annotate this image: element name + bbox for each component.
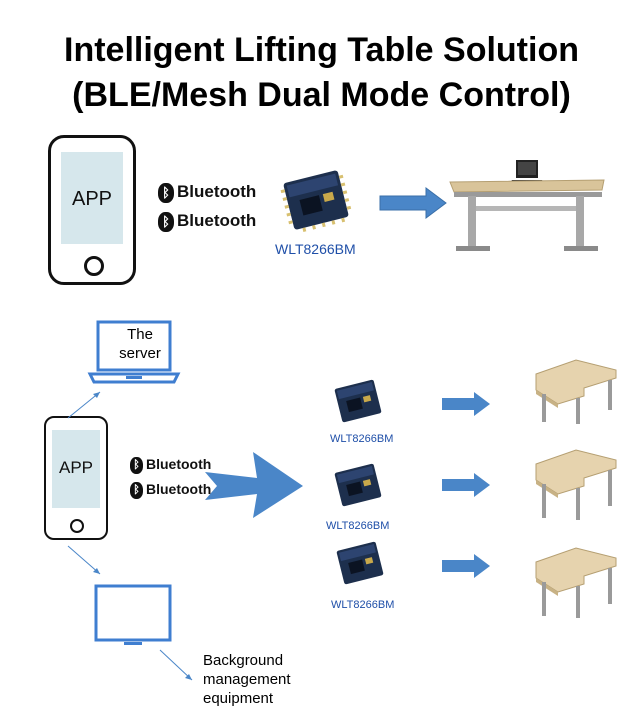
server-label: The server xyxy=(119,326,161,362)
phone-screen: APP xyxy=(52,430,100,508)
management-monitor-icon xyxy=(94,584,172,645)
chip-module-icon xyxy=(334,463,382,507)
arrow-right-icon xyxy=(442,554,490,578)
title-line-2: (BLE/Mesh Dual Mode Control) xyxy=(72,76,571,114)
big-arrow-icon xyxy=(205,452,303,518)
l-desk-icon xyxy=(535,449,617,520)
home-button xyxy=(70,519,84,533)
bluetooth-text: Bluetooth xyxy=(146,456,212,472)
bluetooth-icon: ᛒ xyxy=(130,481,143,499)
phone-screen: APP xyxy=(61,152,123,244)
arrow-right-icon xyxy=(379,187,447,219)
phone-bottom: APP xyxy=(44,416,108,540)
bluetooth-text: Bluetooth xyxy=(146,481,212,497)
connector-line-up xyxy=(67,391,101,419)
arrow-right-icon xyxy=(442,473,490,497)
arrow-right-icon xyxy=(442,392,490,416)
bluetooth-text: Bluetooth xyxy=(177,211,257,230)
module-label: WLT8266BM xyxy=(275,241,356,257)
app-label: APP xyxy=(58,458,94,477)
phone-top: APP xyxy=(48,135,136,285)
lifting-desk-icon xyxy=(449,160,605,251)
module-label: WLT8266BM xyxy=(331,599,395,611)
management-label: Background management equipment xyxy=(203,652,291,707)
server-laptop-icon xyxy=(87,320,181,384)
bluetooth-icon: ᛒ xyxy=(130,456,143,474)
chip-module-icon xyxy=(336,541,384,585)
l-desk-icon xyxy=(535,359,617,424)
module-label: WLT8266BM xyxy=(326,520,390,532)
module-label: WLT8266BM xyxy=(330,433,394,445)
bluetooth-text: Bluetooth xyxy=(177,182,257,201)
bluetooth-icon: ᛒ xyxy=(158,211,174,232)
home-button xyxy=(84,256,104,276)
chip-module-icon xyxy=(280,170,352,233)
connector-line-management xyxy=(159,649,193,681)
connector-line-down xyxy=(67,545,101,575)
title-line-1: Intelligent Lifting Table Solution xyxy=(64,31,579,69)
app-label: APP xyxy=(71,188,113,210)
l-desk-icon xyxy=(535,547,617,618)
chip-module-icon xyxy=(334,379,382,423)
bluetooth-icon: ᛒ xyxy=(158,182,174,203)
